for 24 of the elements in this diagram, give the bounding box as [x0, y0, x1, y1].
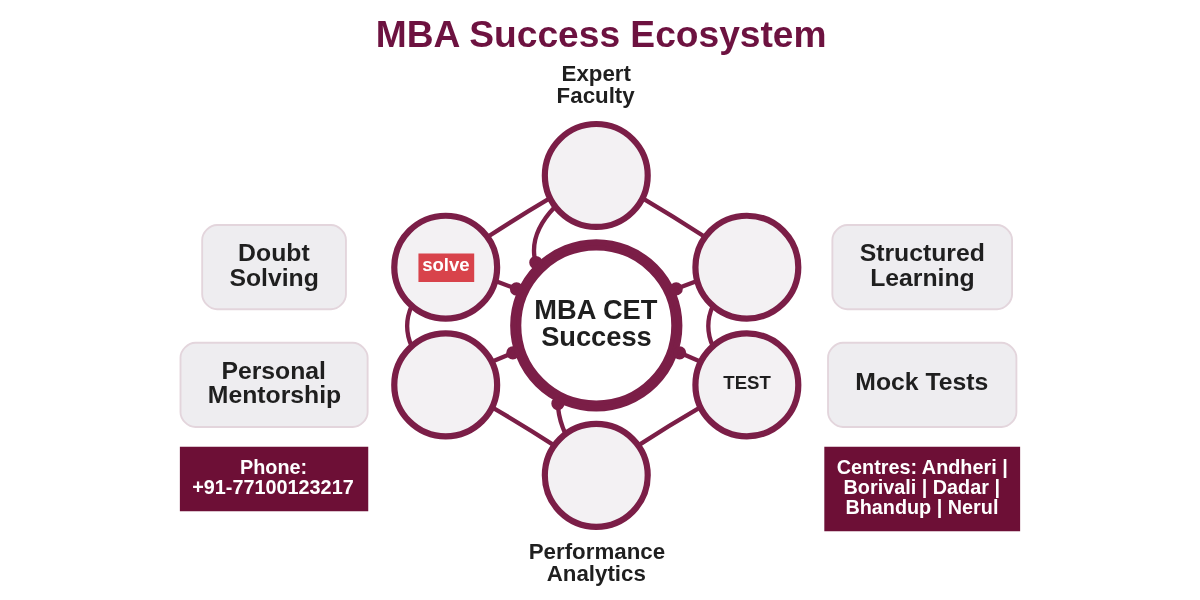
node-label: Expert Faculty — [556, 60, 635, 108]
connector — [637, 405, 702, 448]
node-label: Mock Tests — [855, 367, 989, 395]
node-label: Personal Mentorship — [207, 356, 342, 409]
connector — [551, 396, 568, 435]
node-circle — [541, 120, 651, 230]
connector — [490, 346, 520, 364]
connector — [486, 196, 551, 239]
label: Centres: Andheri | Borivali | Dadar | Bhandup | Nerul — [836, 455, 1008, 518]
node-circle: solve — [391, 212, 501, 322]
connector — [404, 305, 414, 348]
connector — [529, 205, 557, 270]
node-circle — [391, 330, 501, 440]
node-label: Doubt Solving — [229, 238, 319, 291]
connector — [706, 305, 715, 348]
diagram-title: MBA Success Ecosystem — [375, 12, 827, 55]
label: Phone: +91-77100123217 — [192, 455, 354, 498]
node-label: Structured Learning — [859, 238, 985, 291]
node-label: Performance Analytics — [528, 538, 666, 587]
node-circle — [541, 420, 651, 530]
connector — [491, 405, 556, 448]
node-circle — [692, 212, 802, 322]
connector — [641, 196, 706, 239]
node-circle: TEST — [692, 330, 802, 440]
